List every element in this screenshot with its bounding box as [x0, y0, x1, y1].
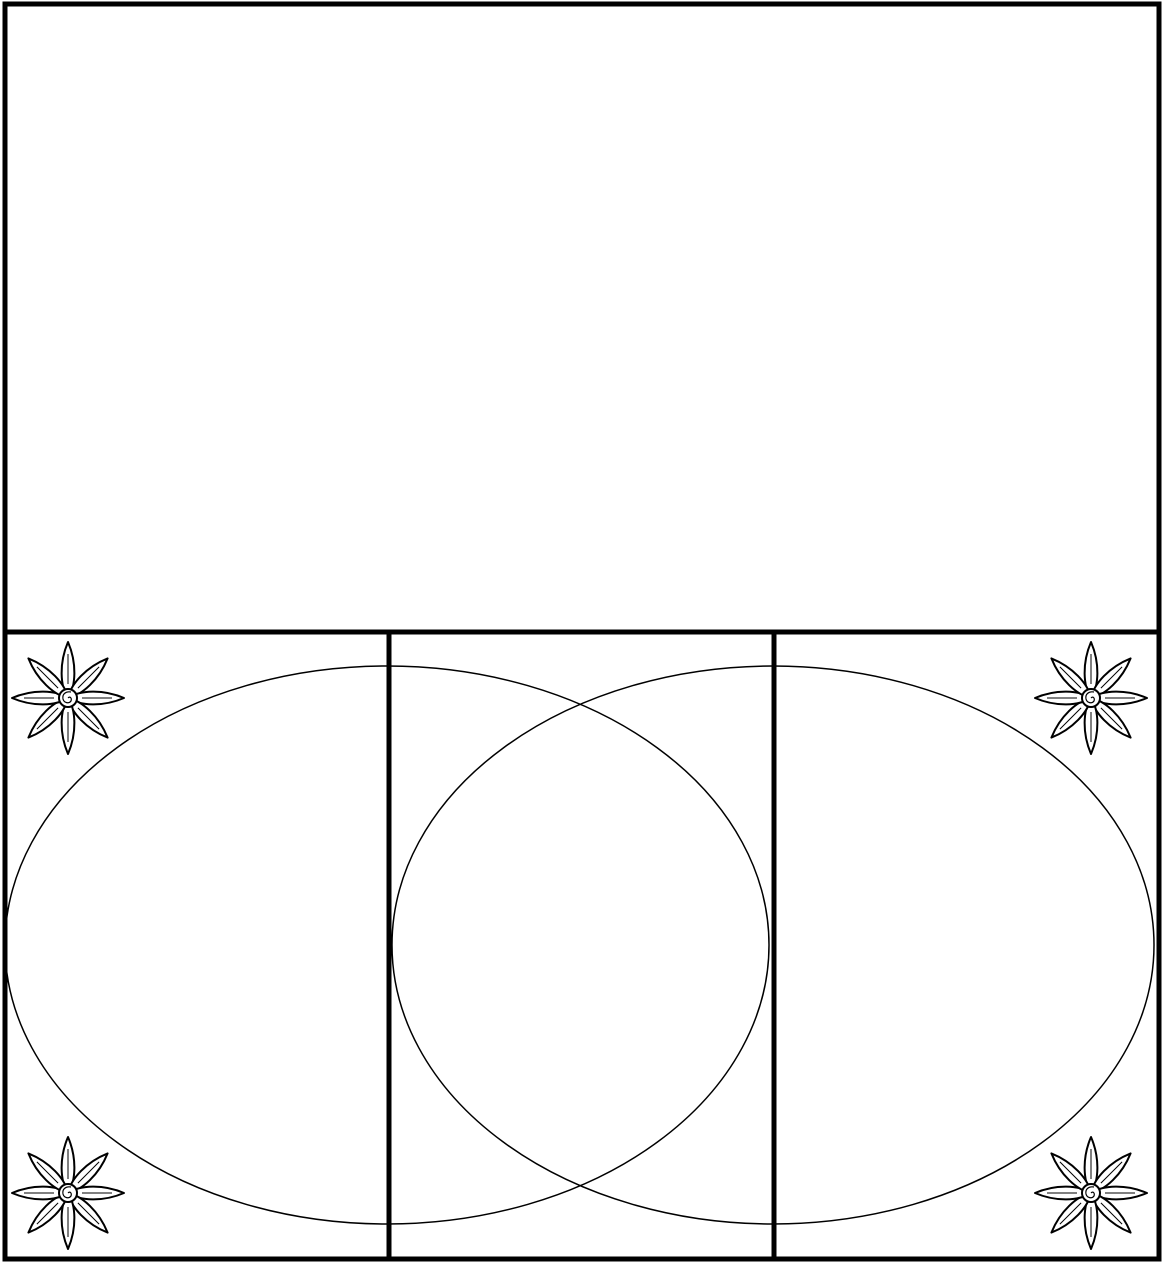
flower-icon — [1035, 642, 1147, 754]
flower-icon — [12, 1137, 124, 1249]
flower-icon — [1035, 1137, 1147, 1249]
flower-icon — [12, 642, 124, 754]
